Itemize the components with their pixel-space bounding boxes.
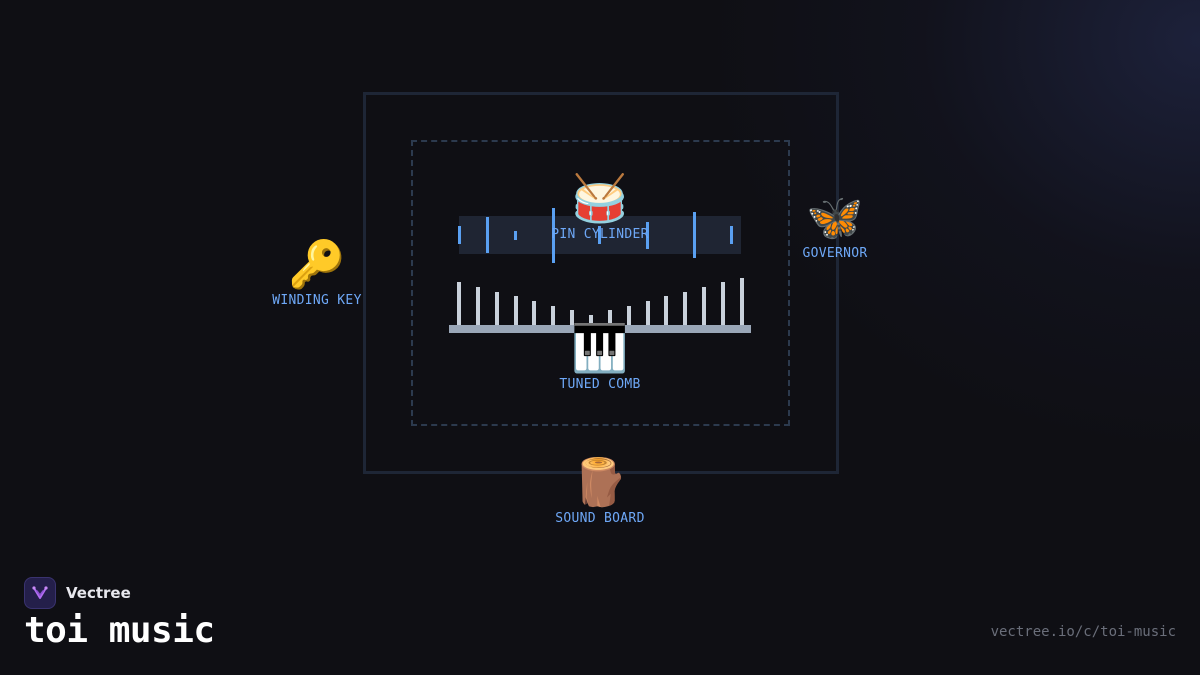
comb-tooth bbox=[720, 282, 725, 326]
comb-tooth bbox=[588, 315, 593, 326]
node-label: TUNED COMB bbox=[559, 377, 641, 392]
node-label: GOVERNOR bbox=[802, 246, 868, 261]
butterfly-icon: 🦋 bbox=[806, 190, 864, 244]
comb-tooth bbox=[645, 301, 650, 326]
inner-dashed-frame bbox=[411, 140, 790, 426]
comb-tooth bbox=[664, 296, 669, 326]
comb-tooth bbox=[513, 296, 518, 326]
comb-tooth bbox=[457, 282, 461, 326]
node-label: PIN CYLINDER bbox=[551, 227, 649, 242]
node-tuned-comb[interactable]: 🎹 TUNED COMB bbox=[520, 322, 680, 392]
vectree-logo-icon bbox=[24, 577, 56, 609]
cylinder-pin bbox=[552, 208, 555, 263]
brand: Vectree bbox=[24, 577, 131, 609]
drum-icon: 🥁 bbox=[571, 171, 629, 225]
cylinder-pin bbox=[598, 226, 601, 244]
cylinder-pin bbox=[486, 217, 489, 253]
comb-tooth bbox=[494, 292, 499, 326]
node-label: SOUND BOARD bbox=[555, 511, 645, 526]
comb-tooth bbox=[475, 287, 480, 326]
cylinder-pin bbox=[693, 212, 696, 258]
outer-frame bbox=[363, 92, 839, 474]
node-pin-cylinder[interactable]: 🥁 PIN CYLINDER bbox=[520, 172, 680, 242]
comb-tooth bbox=[551, 306, 556, 326]
piano-keys-icon: 🎹 bbox=[571, 321, 629, 375]
cylinder-pin bbox=[514, 231, 517, 240]
comb-base bbox=[449, 325, 751, 333]
comb-tooth bbox=[570, 310, 575, 326]
comb-tooth bbox=[683, 292, 688, 326]
comb-tooth bbox=[702, 287, 707, 326]
comb-tooth bbox=[532, 301, 537, 326]
cylinder-pin bbox=[730, 226, 733, 244]
node-sound-board[interactable]: 🪵 SOUND BOARD bbox=[520, 456, 680, 526]
key-icon: 🔑 bbox=[288, 237, 346, 291]
page-title: toi music bbox=[24, 610, 215, 651]
node-winding-key[interactable]: 🔑 WINDING KEY bbox=[237, 238, 397, 308]
comb-tooth bbox=[607, 310, 612, 326]
brand-name: Vectree bbox=[66, 584, 131, 602]
node-governor[interactable]: 🦋 GOVERNOR bbox=[755, 191, 915, 261]
wood-log-icon: 🪵 bbox=[571, 455, 629, 509]
cylinder-pin bbox=[458, 226, 461, 244]
comb-tooth bbox=[739, 278, 744, 326]
node-label: WINDING KEY bbox=[272, 293, 362, 308]
cylinder-pin bbox=[646, 222, 649, 249]
page-url[interactable]: vectree.io/c/toi-music bbox=[990, 624, 1176, 640]
comb-tooth bbox=[626, 306, 631, 326]
